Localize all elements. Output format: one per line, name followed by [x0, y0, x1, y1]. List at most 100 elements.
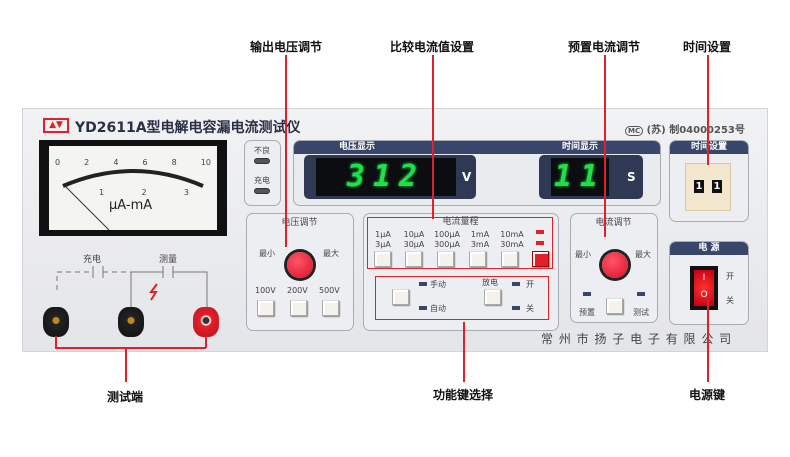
discharge-on-label: 开	[526, 280, 534, 289]
voltage-unit: V	[462, 170, 472, 184]
100v-label: 100V	[255, 286, 276, 295]
preset-lamp-icon	[583, 292, 591, 296]
manual-label: 手动	[430, 280, 446, 289]
range-red-button[interactable]	[532, 251, 549, 267]
terminal-common[interactable]	[118, 307, 144, 337]
display-section: 电压显示 时间显示 312 V 11 S	[293, 140, 661, 206]
instrument-panel: ▲▼ YD2611A型电解电容漏电流测试仪 MC (苏) 制04000253号 …	[22, 108, 768, 352]
current-max-label: 最大	[635, 250, 651, 259]
current-range-title: 电流量程	[442, 217, 479, 227]
time-digit-ones[interactable]: 1	[712, 180, 722, 193]
time-digit-tens[interactable]: 1	[694, 180, 704, 193]
auto-lamp-icon	[419, 306, 427, 310]
terminal-measure-red[interactable]	[193, 307, 219, 337]
preset-test-button[interactable]	[606, 298, 623, 314]
cmc-logo: MC	[625, 126, 644, 136]
discharge-on-lamp-icon	[512, 282, 520, 286]
company-name: 常 州 市 扬 子 电 子 有 限 公 司	[541, 332, 733, 346]
leader-line	[604, 55, 606, 237]
callout-output-voltage: 输出电压调节	[249, 40, 323, 54]
brand-logo: ▲▼	[43, 118, 69, 133]
voltage-adjust-title: 电压调节	[281, 218, 318, 228]
leader-line	[432, 55, 434, 219]
charging-label: 充电	[254, 176, 270, 185]
200v-button[interactable]	[290, 300, 307, 316]
leader-line	[463, 322, 465, 382]
auto-label: 自动	[430, 304, 446, 313]
terminal-charge[interactable]	[43, 307, 69, 337]
thumbwheel-switch[interactable]: 1 1	[685, 163, 731, 211]
time-unit: S	[627, 170, 636, 184]
leader-line	[707, 55, 709, 165]
voltage-display-header: 电压显示	[339, 142, 376, 152]
test-label: 测试	[633, 308, 649, 317]
range-lamp-icon	[536, 241, 544, 245]
leader-line	[707, 300, 709, 382]
range-4-button[interactable]	[469, 251, 486, 267]
current-min-label: 最小	[575, 250, 591, 259]
leader-line	[55, 347, 206, 349]
meter-unit: μA-mA	[109, 198, 153, 213]
time-value: 11	[551, 158, 609, 196]
meter-needle	[64, 185, 110, 230]
display-header: 电压显示 时间显示	[294, 141, 660, 154]
time-display-header: 时间显示	[562, 142, 599, 152]
current-adjust-title: 电流调节	[595, 218, 632, 228]
cert-text: (苏) 制04000253号	[646, 125, 745, 136]
manual-lamp-icon	[419, 282, 427, 286]
time-setting-header: 时间设置	[670, 141, 748, 154]
discharge-off-label: 关	[526, 304, 534, 313]
manual-auto-button[interactable]	[392, 289, 409, 305]
100v-button[interactable]	[257, 300, 274, 316]
current-adjust-knob[interactable]	[602, 252, 628, 278]
callout-time-setting: 时间设置	[682, 40, 732, 54]
terminal-wiring	[56, 266, 208, 316]
range-3-button[interactable]	[437, 251, 454, 267]
cert-number: MC (苏) 制04000253号	[625, 121, 745, 136]
callout-preset-current: 预置电流调节	[567, 40, 641, 54]
leader-line	[125, 347, 127, 382]
function-highlight	[375, 276, 549, 320]
discharge-off-lamp-icon	[512, 306, 520, 310]
power-off-label: 关	[726, 296, 734, 305]
time-display: 11 S	[539, 155, 643, 199]
power-header: 电 源	[670, 242, 748, 255]
current-range-highlight	[367, 217, 553, 269]
leader-line	[55, 336, 57, 348]
voltage-adjust-box: 电压调节 最小 最大 100V 200V 500V	[246, 213, 354, 331]
charge-label: 充电	[83, 255, 102, 265]
voltage-adjust-knob[interactable]	[287, 252, 313, 278]
voltage-value: 312	[316, 158, 456, 196]
callout-function-select: 功能键选择	[432, 388, 494, 402]
time-setting-box: 时间设置 1 1	[669, 140, 749, 222]
discharge-label: 放电	[482, 278, 498, 287]
voltage-display: 312 V	[304, 155, 476, 199]
range-1-button[interactable]	[374, 251, 391, 267]
bad-indicator-lamp	[254, 158, 270, 164]
leader-line	[205, 336, 207, 348]
500v-button[interactable]	[322, 300, 339, 316]
voltage-min-label: 最小	[259, 249, 275, 258]
lightning-icon	[149, 283, 158, 301]
callout-test-terminal: 测试端	[106, 390, 144, 404]
callout-compare-current: 比较电流值设置	[389, 40, 475, 54]
range-lamp-icon	[536, 230, 544, 234]
power-on-label: 开	[726, 272, 734, 281]
range-2-button[interactable]	[405, 251, 422, 267]
voltage-max-label: 最大	[323, 249, 339, 258]
range-5-button[interactable]	[501, 251, 518, 267]
charging-indicator-lamp	[254, 188, 270, 194]
discharge-button[interactable]	[484, 289, 501, 305]
preset-label: 预置	[579, 308, 595, 317]
